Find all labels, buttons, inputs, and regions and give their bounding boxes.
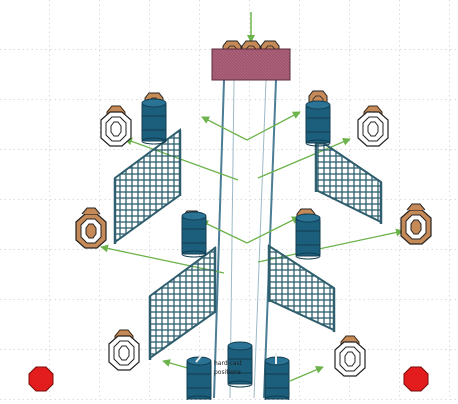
hard-cast-caption: hard cast positions bbox=[214, 359, 258, 377]
netting-right-lower bbox=[267, 244, 336, 332]
caption-line-2: positions bbox=[214, 369, 241, 376]
stop-sign-icon bbox=[28, 366, 54, 392]
barrel-icon bbox=[305, 90, 331, 147]
arrow-icon bbox=[257, 138, 351, 179]
netting-left-lower bbox=[148, 246, 217, 360]
arrow-icon bbox=[200, 220, 248, 244]
barrel-icon bbox=[186, 355, 212, 403]
arrow-icon bbox=[246, 216, 300, 244]
arrow-icon bbox=[201, 116, 248, 141]
caption-line-1: hard cast bbox=[214, 360, 243, 367]
barrel-icon bbox=[295, 208, 321, 260]
arrow-icon bbox=[124, 137, 239, 181]
barrel-icon bbox=[264, 353, 290, 403]
barrel-icon bbox=[141, 92, 167, 145]
arrow-icon bbox=[246, 111, 301, 141]
netting-left-upper bbox=[113, 128, 182, 244]
netting-right-upper bbox=[314, 136, 383, 224]
arrow-icon bbox=[289, 366, 324, 382]
stop-sign-icon bbox=[403, 366, 429, 392]
barrel-icon bbox=[181, 210, 207, 258]
shooting-box-icon bbox=[211, 40, 291, 81]
shooting-arrows bbox=[100, 111, 404, 382]
